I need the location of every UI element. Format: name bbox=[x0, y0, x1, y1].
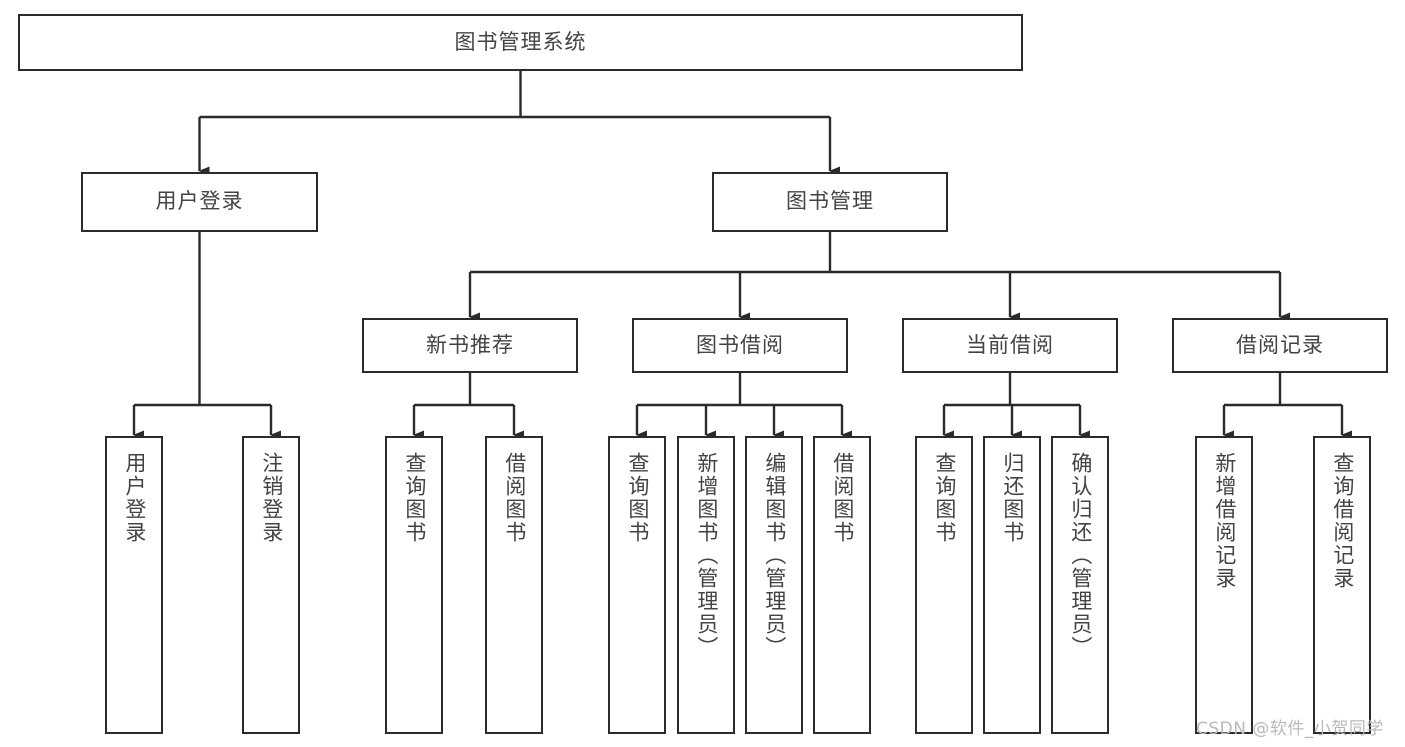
node-leaf7[interactable]: 编辑图书（管理员） bbox=[745, 436, 803, 734]
node-leaf5[interactable]: 查询图书 bbox=[608, 436, 666, 734]
node-l1b[interactable]: 图书管理 bbox=[712, 172, 948, 232]
node-leaf11[interactable]: 确认归还（管理员） bbox=[1051, 436, 1109, 734]
node-label: 新书推荐 bbox=[426, 332, 514, 357]
node-label: 用户登录 bbox=[155, 189, 244, 214]
node-l2a[interactable]: 新书推荐 bbox=[362, 318, 578, 373]
node-label: 图书管理系统 bbox=[454, 29, 587, 54]
node-label: 编辑图书（管理员） bbox=[762, 452, 787, 659]
node-label: 归还图书 bbox=[1000, 452, 1025, 544]
node-l2c[interactable]: 当前借阅 bbox=[902, 318, 1118, 373]
node-label: 查询图书 bbox=[625, 452, 650, 544]
node-leaf1[interactable]: 用户登录 bbox=[105, 436, 163, 734]
node-label: 借阅图书 bbox=[502, 452, 527, 544]
node-leaf2[interactable]: 注销登录 bbox=[242, 436, 300, 734]
node-label: 当前借阅 bbox=[966, 332, 1054, 357]
node-leaf10[interactable]: 归还图书 bbox=[983, 436, 1041, 734]
node-leaf9[interactable]: 查询图书 bbox=[915, 436, 973, 734]
node-label: 查询图书 bbox=[932, 452, 957, 544]
node-leaf4[interactable]: 借阅图书 bbox=[485, 436, 543, 734]
node-label: 借阅记录 bbox=[1236, 332, 1324, 357]
node-l1a[interactable]: 用户登录 bbox=[81, 172, 318, 232]
node-leaf13[interactable]: 查询借阅记录 bbox=[1313, 436, 1371, 734]
node-l2d[interactable]: 借阅记录 bbox=[1172, 318, 1388, 373]
node-l2b[interactable]: 图书借阅 bbox=[632, 318, 848, 373]
watermark-label: CSDN @软件_小贺同学 bbox=[1196, 719, 1384, 739]
node-leaf8[interactable]: 借阅图书 bbox=[813, 436, 871, 734]
node-label: 图书管理 bbox=[786, 189, 874, 214]
node-label: 确认归还（管理员） bbox=[1068, 452, 1093, 659]
node-label: 注销登录 bbox=[259, 452, 284, 544]
node-label: 图书借阅 bbox=[696, 332, 784, 357]
node-label: 新增借阅记录 bbox=[1212, 452, 1237, 590]
node-leaf12[interactable]: 新增借阅记录 bbox=[1195, 436, 1253, 734]
node-leaf3[interactable]: 查询图书 bbox=[385, 436, 443, 734]
node-label: 查询借阅记录 bbox=[1330, 452, 1355, 590]
node-label: 用户登录 bbox=[122, 452, 147, 544]
node-label: 新增图书（管理员） bbox=[694, 452, 719, 659]
node-label: 查询图书 bbox=[402, 452, 427, 544]
node-leaf6[interactable]: 新增图书（管理员） bbox=[677, 436, 735, 734]
node-label: 借阅图书 bbox=[830, 452, 855, 544]
node-root[interactable]: 图书管理系统 bbox=[18, 14, 1023, 71]
